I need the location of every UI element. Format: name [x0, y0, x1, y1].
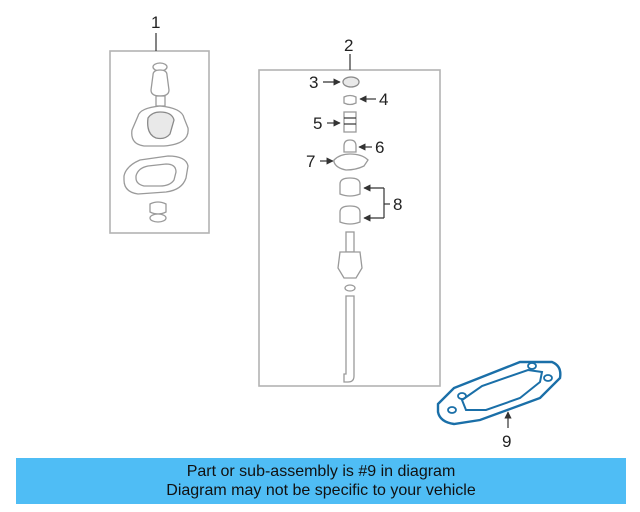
gasket-hole-3	[527, 362, 537, 370]
bushing-part-8-upper	[339, 177, 361, 197]
callout-2: 2	[344, 36, 353, 55]
callout-5: 5	[313, 114, 322, 133]
lever-ring-part	[344, 284, 356, 292]
callout-1: 1	[151, 13, 160, 32]
group-1-frame	[109, 50, 210, 234]
gasket-hole-1	[447, 406, 457, 414]
cap-part-6	[343, 139, 357, 153]
gasket-hole-2	[457, 392, 467, 400]
bushing-part	[149, 201, 167, 215]
group-2-shift-lever-assembly: 2 3 4 5 6 7 8	[258, 36, 441, 387]
bushing-part-8-lower	[339, 205, 361, 225]
callout-7: 7	[306, 152, 315, 171]
callout-8: 8	[393, 195, 402, 214]
callout-9: 9	[502, 432, 511, 451]
callout-4: 4	[379, 90, 388, 109]
callout-3: 3	[309, 73, 318, 92]
nut-part-4	[343, 94, 357, 106]
callout-6: 6	[375, 138, 384, 157]
lever-socket-part	[337, 251, 363, 279]
shift-knob-part	[150, 69, 170, 97]
part-9-gasket: 9	[436, 360, 562, 451]
spring-part-5	[343, 111, 357, 133]
banner-line-1: Part or sub-assembly is #9 in diagram	[186, 463, 456, 480]
knob-neck-part	[155, 95, 166, 107]
lever-rod-part	[343, 295, 355, 383]
bezel-inner-part	[135, 163, 177, 187]
info-banner: Part or sub-assembly is #9 in diagram Di…	[16, 458, 626, 504]
lever-upper-part	[345, 231, 355, 253]
gasket-inner-opening	[460, 368, 544, 411]
boot-opening-part	[147, 111, 175, 140]
gasket-hole-4	[543, 374, 553, 382]
group-1-shift-boot-assembly: 1	[109, 13, 210, 234]
bottom-washer-part	[149, 213, 167, 223]
plate-part-7	[333, 153, 369, 171]
gasket-outline	[436, 360, 562, 426]
banner-line-2: Diagram may not be specific to your vehi…	[166, 482, 476, 499]
washer-part-3	[342, 76, 360, 88]
